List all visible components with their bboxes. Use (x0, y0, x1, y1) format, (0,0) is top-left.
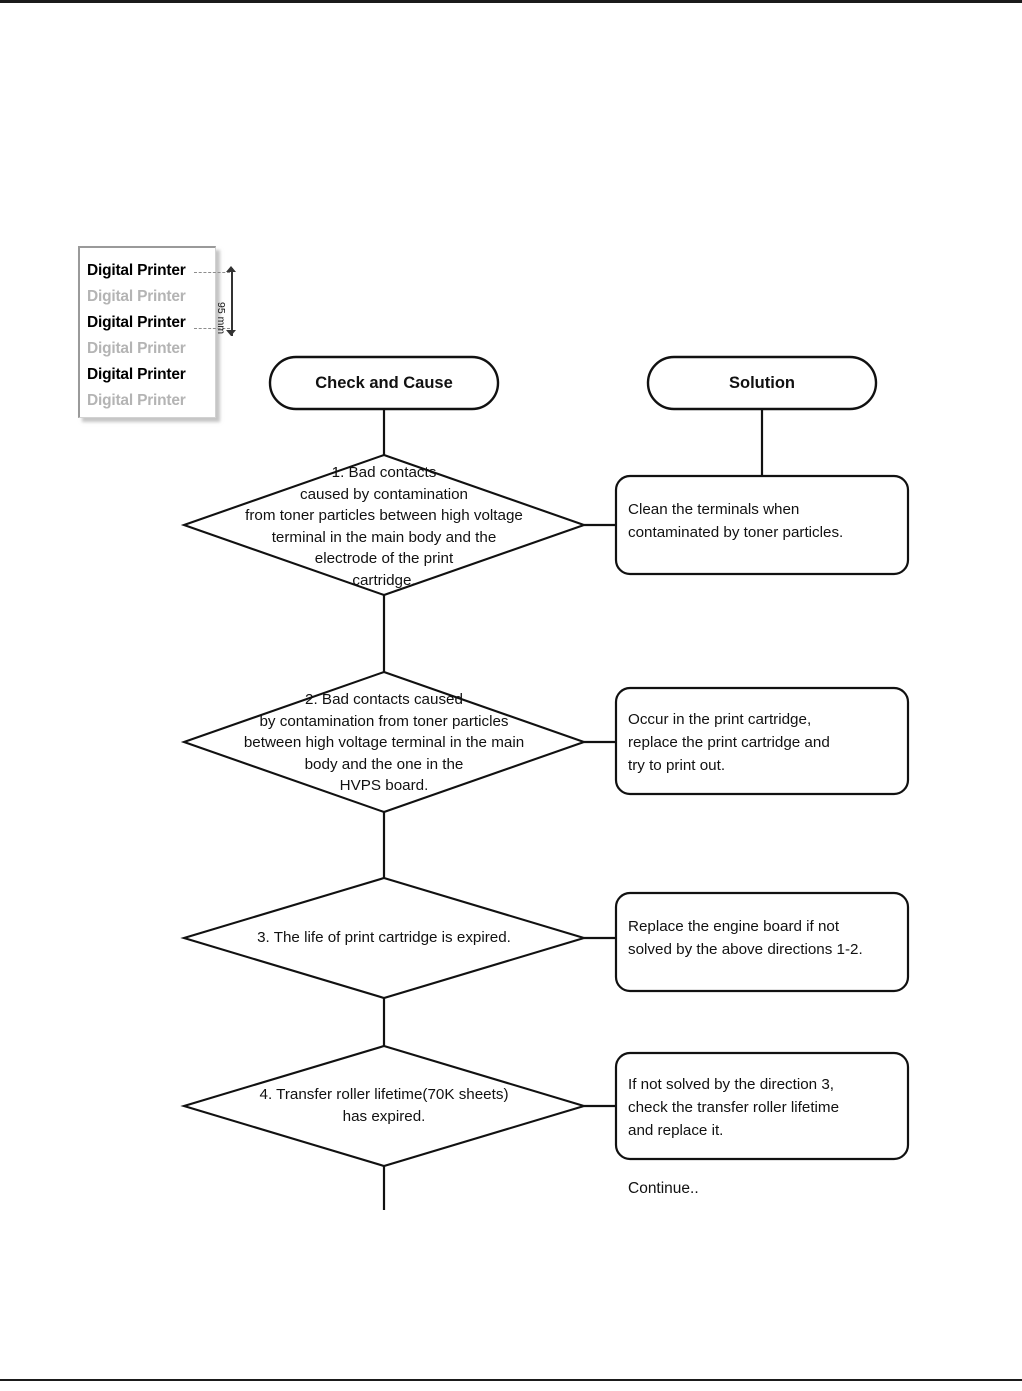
dimension-line (231, 268, 233, 336)
dimension-arrow-up-icon (226, 266, 236, 272)
page-bottom-rule (0, 1379, 1022, 1381)
sample-line-1: Digital Printer (87, 262, 186, 279)
dimension-annotation: 95 mm (194, 266, 248, 338)
solution-label-2: Occur in the print cartridge, replace th… (628, 711, 830, 774)
sample-paper: Digital Printer Digital Printer Digital … (78, 246, 216, 418)
sample-line-2: Digital Printer (87, 288, 186, 305)
solution-box-2[interactable] (614, 686, 910, 796)
continue-note: Continue.. (628, 1180, 699, 1197)
pill-label-check-and-cause: Check and Cause (315, 374, 453, 392)
page-top-rule (0, 0, 1022, 3)
dimension-arrow-down-icon (226, 330, 236, 336)
pill-label-solution: Solution (729, 374, 795, 392)
diamond-label-cause-1: 1. Bad contacts caused by contamination … (245, 464, 523, 589)
diamond-label-cause-4: 4. Transfer roller lifetime(70K sheets) … (259, 1086, 509, 1125)
solution-label-3: Replace the engine board if not solved b… (628, 918, 863, 958)
print-sample-figure: Digital Printer Digital Printer Digital … (78, 246, 226, 424)
sample-line-3: Digital Printer (87, 314, 186, 331)
dimension-tick-bottom (194, 328, 230, 329)
diamond-label-cause-3: 3. The life of print cartridge is expire… (257, 929, 511, 946)
sample-line-4: Digital Printer (87, 340, 186, 357)
dimension-tick-top (194, 272, 230, 273)
solution-box-4[interactable] (614, 1051, 910, 1161)
sample-line-6: Digital Printer (87, 392, 186, 409)
diamond-label-cause-2: 2. Bad contacts caused by contamination … (243, 691, 525, 794)
solution-label-1: Clean the terminals when contaminated by… (628, 501, 844, 541)
sample-line-5: Digital Printer (87, 366, 186, 383)
solution-box-3[interactable] (614, 891, 910, 993)
solution-label-4: If not solved by the direction 3, check … (628, 1076, 840, 1139)
solution-box-1[interactable] (614, 474, 910, 576)
